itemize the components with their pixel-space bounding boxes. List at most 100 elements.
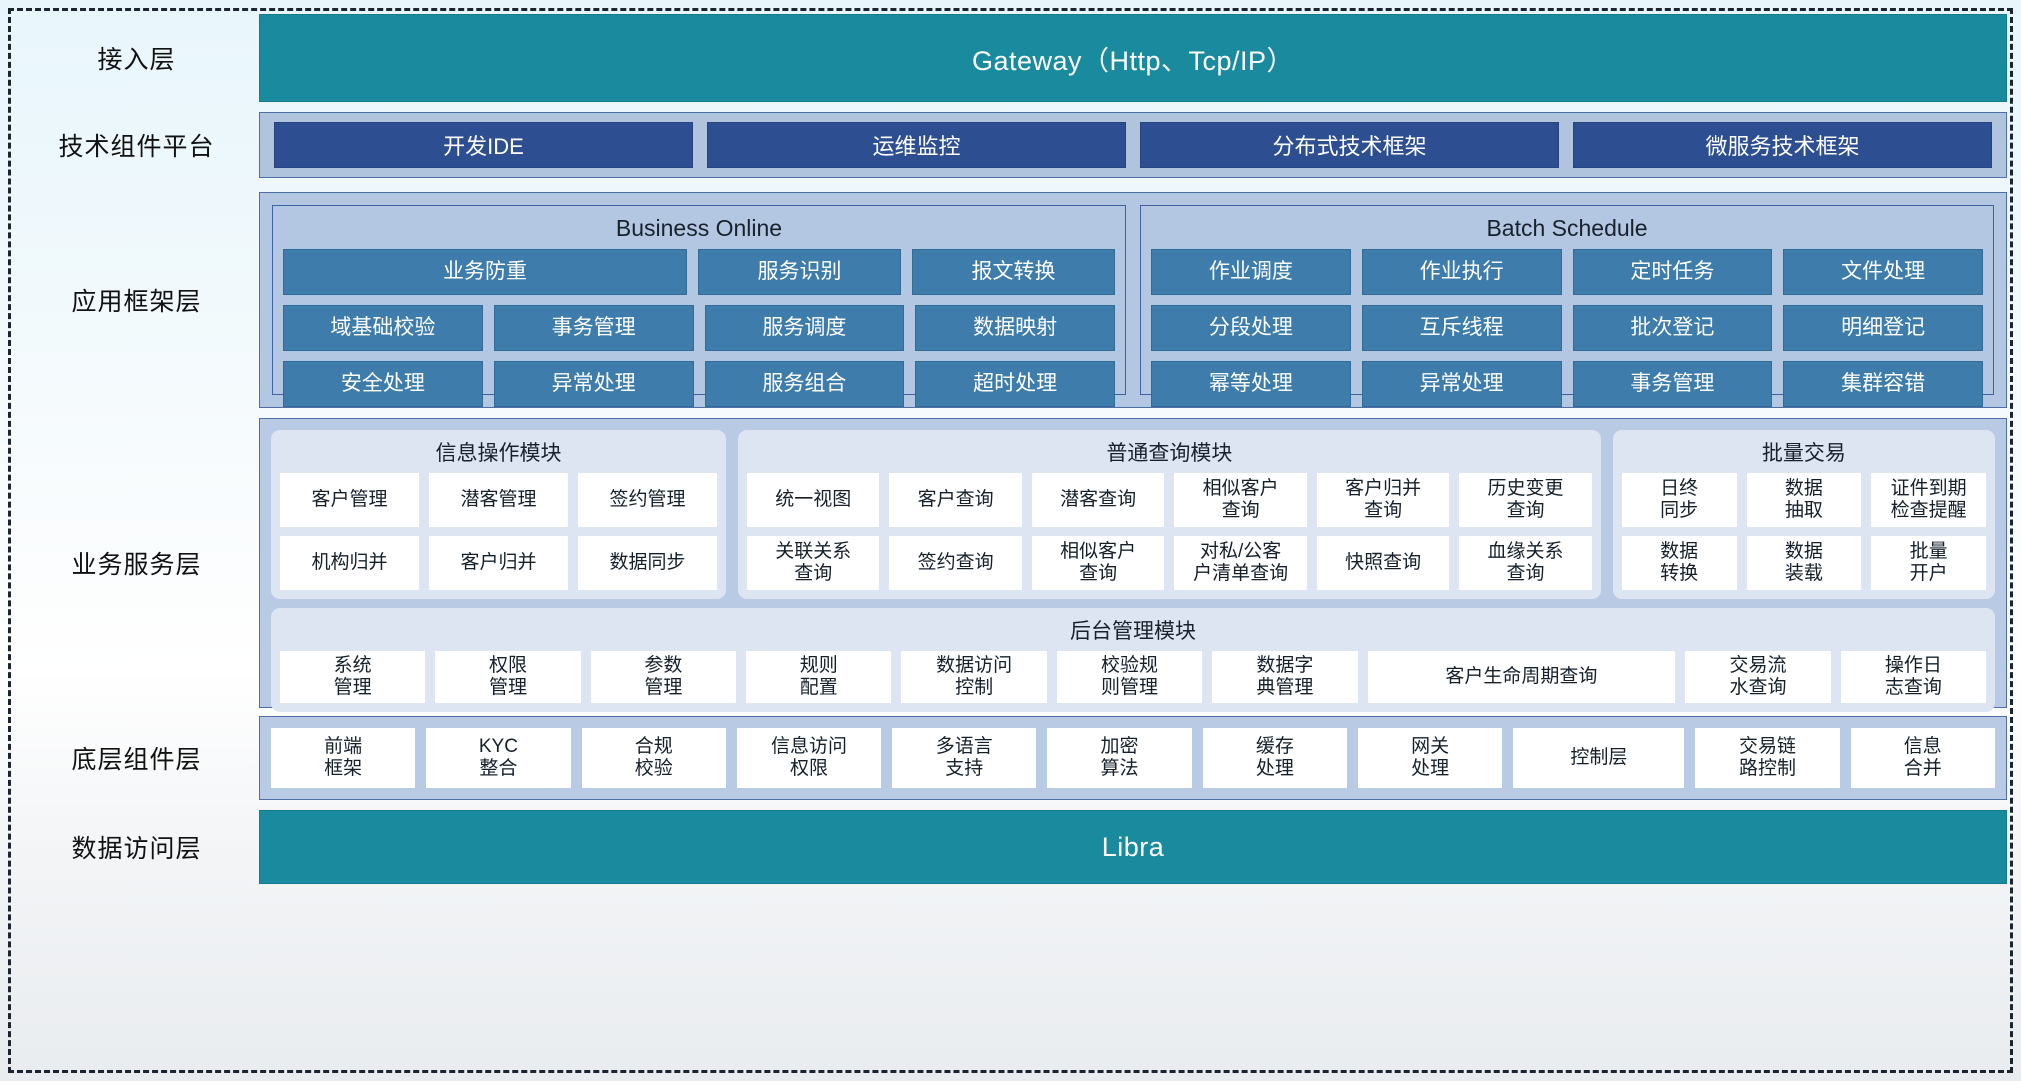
app-framework-cell[interactable]: 集群容错 [1783, 361, 1983, 407]
app-framework-cell[interactable]: 事务管理 [1572, 361, 1773, 407]
business-module-cell[interactable]: 关联关系查询 [746, 536, 880, 590]
backend-management-cell[interactable]: 系统管理 [280, 651, 426, 703]
backend-management-cell[interactable]: 参数管理 [590, 651, 737, 703]
app-framework-cell[interactable]: 明细登记 [1783, 305, 1983, 351]
app-framework-cell[interactable]: 分段处理 [1151, 305, 1351, 351]
business-module-cell[interactable]: 客户归并查询 [1316, 473, 1450, 527]
business-module-cell[interactable]: 数据抽取 [1746, 473, 1862, 527]
backend-management-cell[interactable]: 规则配置 [746, 651, 892, 703]
business-module-cell[interactable]: 快照查询 [1316, 536, 1450, 590]
app-framework-cell[interactable]: 作业调度 [1151, 249, 1351, 295]
tech-chip-1[interactable]: 开发IDE [274, 122, 693, 168]
backend-management-cell[interactable]: 权限管理 [435, 651, 581, 703]
app-group-title: Business Online [615, 215, 783, 241]
business-module-cell[interactable]: 数据同步 [578, 536, 717, 590]
app-framework-cell[interactable]: 文件处理 [1783, 249, 1983, 295]
tech-chip-2[interactable]: 运维监控 [707, 122, 1126, 168]
app-framework-cell[interactable]: 安全处理 [283, 361, 483, 407]
app-framework-row: 分段处理互斥线程批次登记明细登记 [1151, 305, 1983, 351]
business-module-cell[interactable]: 证件到期检查提醒 [1871, 473, 1986, 527]
business-module-cell[interactable]: 签约查询 [889, 536, 1022, 590]
business-module-cell[interactable]: 相似客户查询 [1031, 536, 1165, 590]
component-layer-cell[interactable]: 加密算法 [1047, 728, 1192, 788]
layer-row-bizservice: 业务服务层 信息操作模块客户管理潜客管理签约管理机构归并客户归并数据同步 普通查询… [14, 418, 2007, 712]
business-module-cell[interactable]: 血缘关系查询 [1459, 536, 1592, 590]
business-module-cell[interactable]: 潜客管理 [429, 473, 568, 527]
business-module-title: 批量交易 [1761, 442, 1846, 465]
app-framework-cell[interactable]: 服务识别 [698, 249, 901, 295]
business-module-cell[interactable]: 统一视图 [746, 473, 880, 527]
business-service-top-groups: 信息操作模块客户管理潜客管理签约管理机构归并客户归并数据同步 普通查询模块统一视图… [271, 430, 1995, 599]
app-framework-cell[interactable]: 业务防重 [283, 249, 687, 295]
backend-management-cell[interactable]: 校验规则管理 [1056, 651, 1203, 703]
tech-chip-3[interactable]: 分布式技术框架 [1140, 122, 1559, 168]
gateway-bar[interactable]: Gateway（Http、Tcp/IP） [259, 14, 2007, 102]
app-framework-cell[interactable]: 数据映射 [915, 305, 1115, 351]
app-framework-cell[interactable]: 异常处理 [1361, 361, 1562, 407]
app-framework-cell[interactable]: 异常处理 [493, 361, 694, 407]
business-module-cell[interactable]: 客户管理 [280, 473, 419, 527]
component-layer-cell[interactable]: 控制层 [1513, 728, 1685, 788]
business-module-row: 关联关系查询签约查询相似客户查询对私/公客户清单查询快照查询血缘关系查询 [746, 536, 1592, 590]
backend-management-cell[interactable]: 交易流水查询 [1685, 651, 1831, 703]
app-framework-cell[interactable]: 作业执行 [1361, 249, 1562, 295]
backend-management-module: 后台管理模块系统管理权限管理参数管理规则配置数据访问控制校验规则管理数据字典管理… [271, 608, 1995, 712]
backend-management-cell[interactable]: 客户生命周期查询 [1367, 651, 1676, 703]
business-module-title: 普通查询模块 [1106, 442, 1233, 465]
app-framework-row: 安全处理异常处理服务组合超时处理 [283, 361, 1115, 407]
app-framework-cell[interactable]: 互斥线程 [1361, 305, 1562, 351]
business-module-cell[interactable]: 客户归并 [429, 536, 568, 590]
app-framework-row: 作业调度作业执行定时任务文件处理 [1151, 249, 1983, 295]
backend-management-cell[interactable]: 操作日志查询 [1840, 651, 1987, 703]
business-module-cell[interactable]: 数据装载 [1746, 536, 1862, 590]
tech-chip-4[interactable]: 微服务技术框架 [1573, 122, 1992, 168]
app-framework-cell[interactable]: 超时处理 [915, 361, 1115, 407]
business-module-cell[interactable]: 批量开户 [1871, 536, 1986, 590]
business-module-cell[interactable]: 对私/公客户清单查询 [1174, 536, 1307, 590]
app-framework-cell[interactable]: 批次登记 [1572, 305, 1773, 351]
component-layer-cell[interactable]: 信息访问权限 [736, 728, 882, 788]
layer-label-bizservice: 业务服务层 [71, 551, 202, 579]
business-module-title: 信息操作模块 [435, 442, 562, 465]
app-framework-cell[interactable]: 定时任务 [1572, 249, 1773, 295]
component-layer-cell[interactable]: 合规校验 [581, 728, 726, 788]
component-layer-cell[interactable]: 信息合并 [1850, 728, 1995, 788]
component-layer-cell[interactable]: 网关处理 [1357, 728, 1503, 788]
tech-platform-band: 开发IDE 运维监控分布式技术框架微服务技术框架 [259, 112, 2007, 178]
business-module-row: 机构归并客户归并数据同步 [280, 536, 717, 590]
layer-label-access: 接入层 [97, 46, 176, 74]
business-module-cell[interactable]: 客户查询 [889, 473, 1022, 527]
business-module-cell[interactable]: 数据转换 [1621, 536, 1737, 590]
business-module-cell[interactable]: 机构归并 [280, 536, 419, 590]
business-module-cell[interactable]: 日终同步 [1621, 473, 1737, 527]
layer-label-tech: 技术组件平台 [58, 133, 215, 161]
app-framework-cell[interactable]: 域基础校验 [283, 305, 483, 351]
layer-label-component: 底层组件层 [71, 746, 202, 774]
business-module-cell[interactable]: 相似客户查询 [1174, 473, 1307, 527]
app-framework-cell[interactable]: 服务组合 [704, 361, 905, 407]
app-framework-cell[interactable]: 报文转换 [912, 249, 1115, 295]
app-framework-cell[interactable]: 幂等处理 [1151, 361, 1351, 407]
backend-management-cell[interactable]: 数据字典管理 [1212, 651, 1358, 703]
app-framework-cell[interactable]: 服务调度 [704, 305, 905, 351]
business-module-cell[interactable]: 签约管理 [578, 473, 717, 527]
component-layer-cell[interactable]: 交易链路控制 [1695, 728, 1840, 788]
business-service-band: 信息操作模块客户管理潜客管理签约管理机构归并客户归并数据同步 普通查询模块统一视图… [259, 418, 2007, 712]
backend-management-title: 后台管理模块 [1070, 620, 1196, 643]
app-framework-row: 幂等处理异常处理事务管理集群容错 [1151, 361, 1983, 407]
component-layer-cell[interactable]: 多语言支持 [892, 728, 1037, 788]
business-module-group-3: 批量交易日终同步数据抽取证件到期检查提醒数据转换数据装载批量开户 [1612, 430, 1995, 599]
business-module-cell[interactable]: 潜客查询 [1031, 473, 1165, 527]
app-framework-cell[interactable]: 事务管理 [493, 305, 694, 351]
backend-management-cell[interactable]: 数据访问控制 [901, 651, 1047, 703]
libra-bar[interactable]: Libra [259, 810, 2007, 884]
component-layer-cell[interactable]: 缓存处理 [1202, 728, 1347, 788]
business-module-cell[interactable]: 历史变更查询 [1459, 473, 1592, 527]
business-module-row: 日终同步数据抽取证件到期检查提醒 [1621, 473, 1986, 527]
component-layer-cell[interactable]: 前端框架 [271, 728, 416, 788]
